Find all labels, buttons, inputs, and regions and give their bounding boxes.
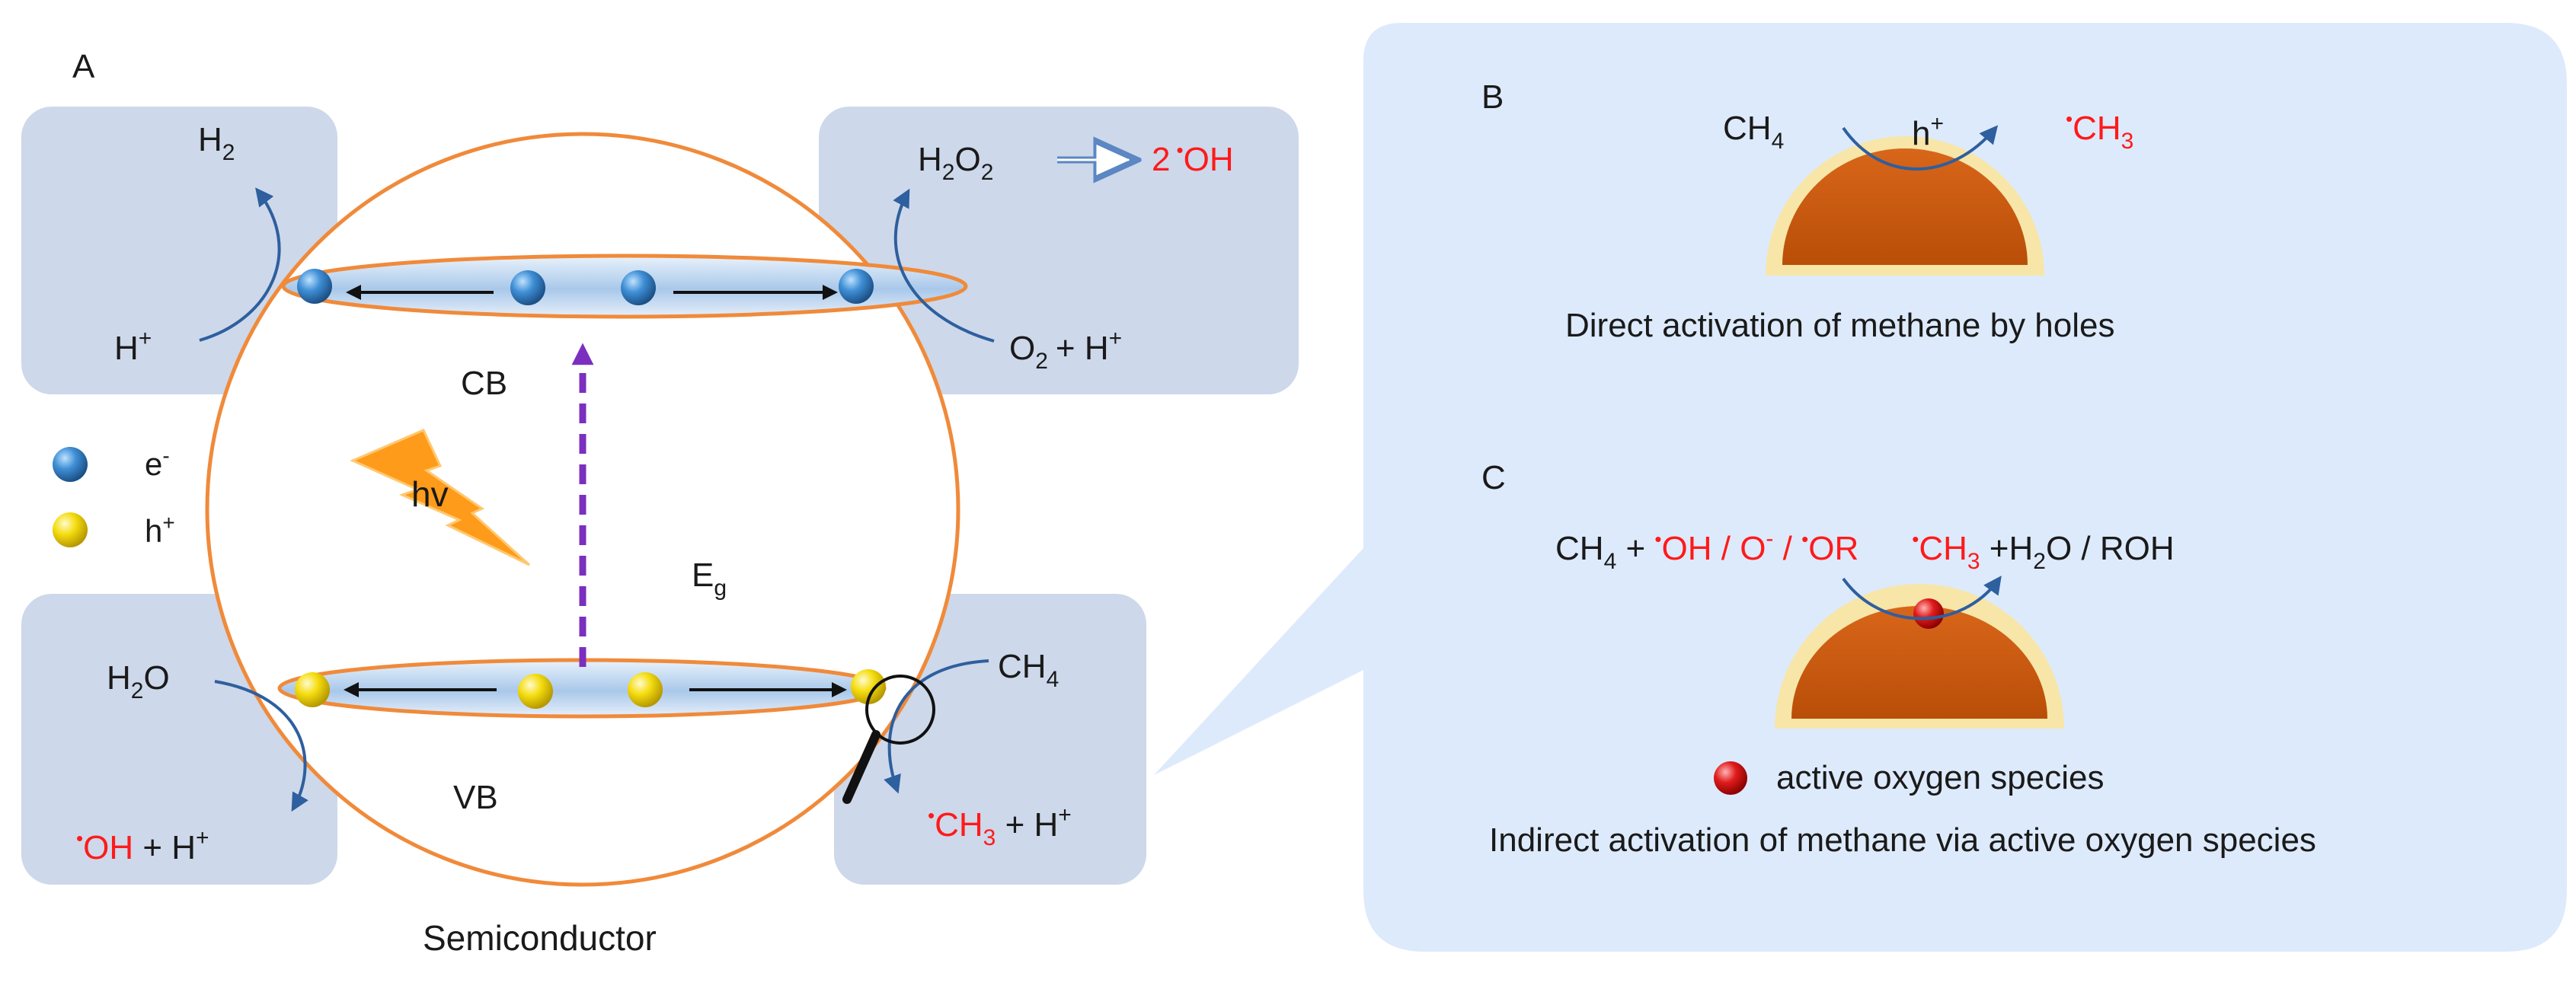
electron-icon: [839, 269, 874, 304]
band-gap-label: Eg: [692, 557, 727, 601]
catalyst-particle-c: [1791, 606, 2047, 719]
oh-radical-from-water: •OH + H+: [76, 825, 209, 866]
panel-b-label: B: [1481, 78, 1504, 116]
ch4-reaction-arrow: [884, 659, 989, 794]
panel-b: B CH4 h+ •CH3 Direct activation of metha…: [1481, 78, 2133, 344]
methyl-radical-product: •CH3 + H+: [928, 802, 1072, 850]
panel-a-label: A: [72, 48, 95, 85]
callout-bubble: [1154, 23, 2567, 952]
panel-b-caption: Direct activation of methane by holes: [1565, 307, 2115, 344]
active-oxygen-legend-label: active oxygen species: [1776, 759, 2104, 796]
callout-panel: B CH4 h+ •CH3 Direct activation of metha…: [1154, 23, 2567, 952]
panel-c-label: C: [1481, 459, 1506, 496]
ch4-reactant-b: CH4: [1723, 110, 1784, 154]
electron-legend-icon: [53, 447, 88, 482]
lightning-icon: hv: [350, 429, 531, 566]
hole-icon: [628, 672, 663, 707]
oh-radical-product: 2•OH: [1152, 139, 1234, 178]
indirect-activation-arrow: [1842, 576, 2002, 620]
semiconductor-caption: Semiconductor: [423, 918, 657, 958]
hole-icon: [851, 669, 886, 704]
hole-icon: [295, 672, 330, 707]
valence-band: [277, 658, 887, 719]
panel-a: A CB VB: [21, 48, 1299, 958]
electron-legend-label: e-: [145, 444, 170, 482]
hole-legend-label: h+: [145, 511, 175, 549]
panel-c: C CH4 + •OH / O- / •OR•CH3 +H2O / ROH ac…: [1481, 459, 2316, 859]
o2-reaction-arrow: [893, 188, 995, 343]
carrier-legend: e- h+: [53, 444, 175, 549]
light-label: hv: [411, 474, 449, 514]
h2o2-label: H2O2: [918, 141, 993, 185]
ch4-reactant: CH4: [998, 648, 1059, 692]
vb-label: VB: [453, 779, 498, 816]
h2-product: H2: [198, 121, 235, 165]
magnifier-icon: [842, 675, 935, 804]
hole-oxidant: h+: [1912, 111, 1944, 152]
o2-reactant: O2+ H+: [1009, 326, 1122, 374]
hole-activation-arrow: [1842, 125, 1999, 171]
hole-icon: [518, 674, 553, 709]
h-plus-reactant: H+: [114, 326, 152, 367]
catalyst-particle: [1782, 148, 2028, 265]
active-oxygen-legend-icon: [1714, 761, 1747, 795]
electron-icon: [297, 269, 332, 304]
h2o-reaction-arrow: [214, 680, 308, 812]
box-h2o2-formation: [819, 107, 1299, 394]
cb-label: CB: [461, 365, 507, 402]
indirect-activation-equation: CH4 + •OH / O- / •OR•CH3 +H2O / ROH: [1555, 526, 2175, 574]
surface-oxygen-icon: [1913, 598, 1944, 629]
h2o-reactant: H2O: [107, 659, 170, 703]
electron-icon: [621, 270, 656, 305]
hole-legend-icon: [53, 512, 88, 547]
electron-icon: [510, 270, 545, 305]
panel-c-caption: Indirect activation of methane via activ…: [1489, 821, 2316, 859]
conduction-band: [281, 254, 968, 319]
h2-reaction-arrow: [199, 187, 281, 342]
methyl-radical-b: •CH3: [2066, 107, 2133, 154]
